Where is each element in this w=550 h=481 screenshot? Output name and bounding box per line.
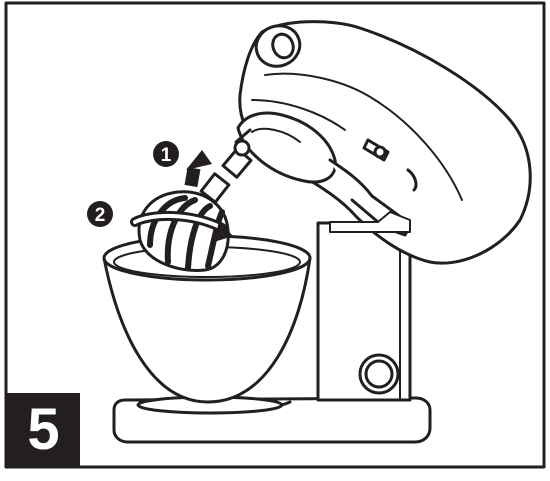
callout-2-badge: 2 [87, 201, 113, 227]
rotate-arrow-icon [130, 211, 233, 242]
callout-1-badge: 1 [153, 141, 179, 167]
callout-1-label: 1 [161, 145, 172, 166]
speed-knob-icon [358, 353, 400, 395]
callout-2-label: 2 [95, 205, 106, 226]
up-arrow-icon [184, 150, 212, 188]
step-number: 5 [27, 396, 60, 462]
head-joint [329, 211, 411, 233]
mixer-base [112, 395, 432, 444]
step-badge: 5 [7, 393, 80, 466]
mixer-head [236, 20, 532, 265]
panel-border [4, 1, 546, 469]
drive-socket [221, 128, 253, 179]
